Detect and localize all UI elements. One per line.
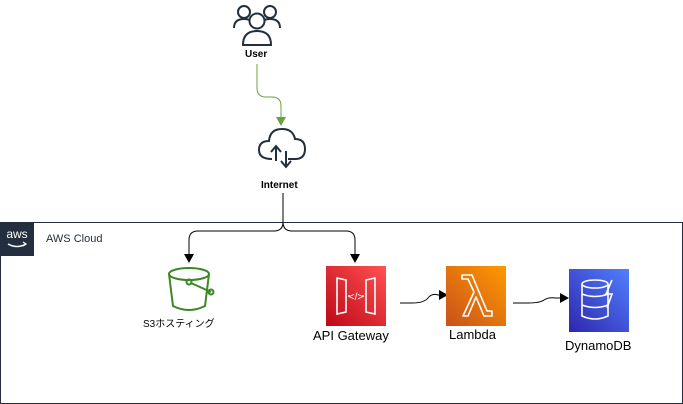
aws-logo-icon: aws — [0, 222, 34, 256]
svg-text:</>: </> — [349, 292, 364, 303]
aws-cloud-label: AWS Cloud — [46, 233, 103, 245]
user-label: User — [245, 49, 268, 60]
internet-cloud-icon — [257, 127, 307, 169]
s3-bucket-icon — [168, 267, 215, 311]
edge-lambda-dynamodb — [513, 293, 569, 304]
dynamodb-label: DynamoDB — [565, 338, 632, 353]
api-gateway-icon: </> — [326, 266, 386, 326]
edge-internet-api-gateway — [282, 221, 360, 263]
s3-label: S3ホスティング — [143, 319, 215, 330]
edge-user-internet — [256, 64, 286, 126]
lambda-icon — [446, 266, 506, 326]
edge-api-gateway-lambda — [400, 290, 448, 304]
users-icon — [233, 5, 281, 46]
dynamodb-icon — [569, 269, 629, 332]
internet-label: Internet — [261, 180, 298, 191]
aws-badge-text: aws — [6, 227, 27, 241]
api-gateway-label: API Gateway — [313, 328, 389, 343]
edge-internet-s3 — [184, 193, 284, 263]
lambda-label: Lambda — [449, 327, 496, 342]
